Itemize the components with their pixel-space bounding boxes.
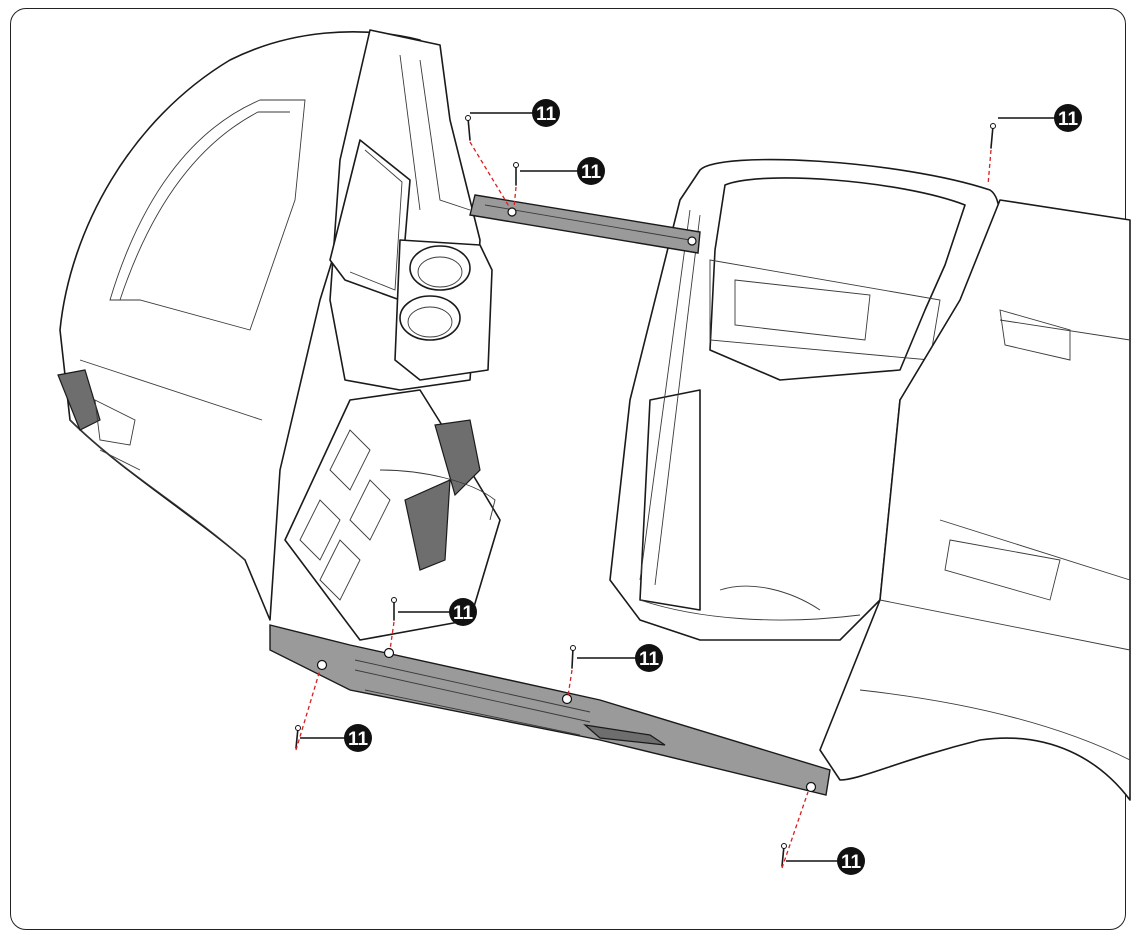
callout-label: 11 — [581, 162, 602, 183]
callout-c7: 11 — [837, 847, 865, 875]
callout-bubble — [532, 99, 560, 127]
callout-label: 11 — [1058, 109, 1079, 130]
callout-label: 11 — [348, 729, 369, 750]
rivets — [295, 115, 996, 867]
floor-pedals — [284, 389, 501, 641]
callout-label: 11 — [453, 603, 474, 624]
side-sill — [269, 624, 831, 796]
callout-bubble — [577, 157, 605, 185]
cross-brace — [469, 194, 701, 254]
callout-label: 11 — [841, 852, 862, 873]
callout-c3: 11 — [1054, 104, 1082, 132]
callout-c2: 11 — [577, 157, 605, 185]
callout-label: 11 — [536, 104, 557, 125]
right-body — [819, 199, 1131, 801]
callout-c4: 11 — [449, 598, 477, 626]
callout-bubble — [1054, 104, 1082, 132]
callout-c5: 11 — [635, 644, 663, 672]
alignment-lines — [295, 141, 992, 869]
leader-lines — [300, 112, 1055, 862]
dashboard — [329, 29, 493, 391]
callout-c6: 11 — [344, 724, 372, 752]
callout-label: 11 — [639, 649, 660, 670]
callout-bubble — [449, 598, 477, 626]
callout-bubble — [344, 724, 372, 752]
callout-c1: 11 — [532, 99, 560, 127]
rear-frame — [609, 158, 1001, 641]
callout-bubble — [837, 847, 865, 875]
callout-bubble — [635, 644, 663, 672]
